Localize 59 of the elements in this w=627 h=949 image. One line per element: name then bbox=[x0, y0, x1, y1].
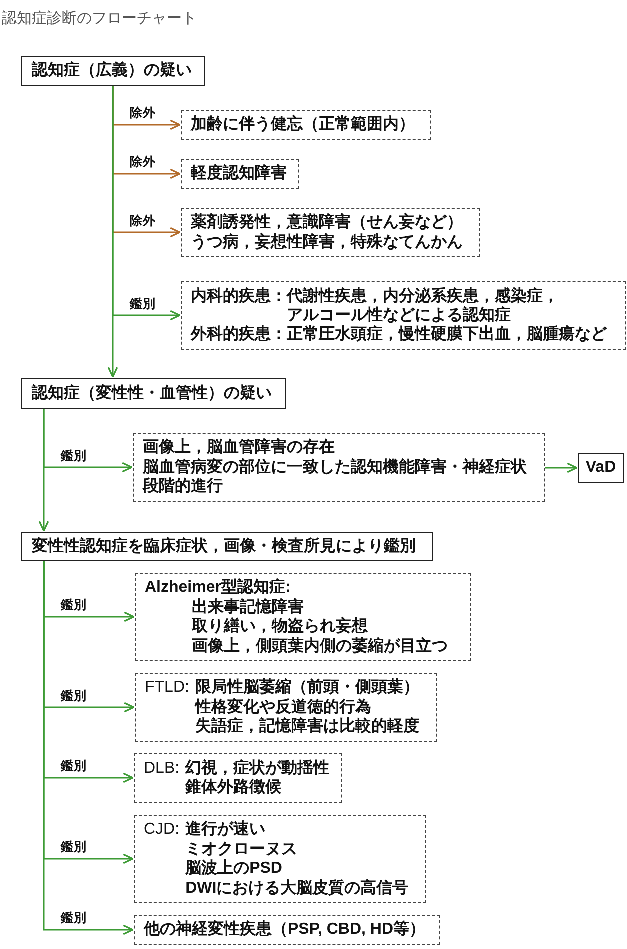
dashed-box bbox=[181, 281, 626, 350]
abbreviation-label: CJD: bbox=[144, 820, 180, 840]
dashed-box bbox=[181, 110, 431, 140]
box-text: うつ病，妄想性障害，特殊なてんかん bbox=[191, 232, 463, 252]
process-box bbox=[21, 56, 205, 86]
box-text: 認知症（変性性・血管性）の疑い bbox=[32, 384, 272, 404]
box-text: 軽度認知障害 bbox=[191, 164, 287, 184]
box-text: 画像上，側頭葉内側の萎縮が目立つ bbox=[192, 636, 448, 656]
edge-label: 鑑別 bbox=[130, 296, 156, 312]
process-box bbox=[578, 453, 624, 483]
box-text: 外科的疾患：正常圧水頭症，慢性硬膜下出血，脳腫瘍など bbox=[191, 325, 607, 344]
box-text: 薬剤誘発性，意識障害（せん妄など） bbox=[191, 213, 463, 232]
box-text: 進行が速い bbox=[186, 820, 267, 840]
box-text: 幻視，症状が動揺性 bbox=[186, 758, 330, 778]
arrow bbox=[545, 462, 578, 474]
edge-label: 除外 bbox=[130, 155, 156, 170]
edge-label: 鑑別 bbox=[61, 448, 87, 464]
dashed-box bbox=[133, 433, 545, 502]
dashed-box bbox=[134, 753, 342, 803]
edge-label: 鑑別 bbox=[61, 911, 87, 926]
box-text: 取り繕い，物盗られ妄想 bbox=[192, 617, 368, 636]
box-text: 他の神経変性疾患（PSP, CBD, HD等） bbox=[144, 920, 426, 940]
box-text: 脳波上のPSD bbox=[186, 859, 284, 878]
box-heading: Alzheimer型認知症: bbox=[145, 578, 291, 598]
dashed-box bbox=[181, 208, 480, 257]
dashed-box bbox=[135, 573, 471, 661]
box-text: ミオクローヌス bbox=[186, 840, 299, 859]
dashed-box bbox=[181, 159, 299, 189]
edge-label: 除外 bbox=[130, 214, 156, 228]
box-text: 失語症，記憶障害は比較的軽度 bbox=[195, 717, 420, 737]
box-text: VaD bbox=[586, 458, 616, 478]
diagram-title: 認知症診断のフローチャート bbox=[2, 8, 197, 28]
edge-label: 鑑別 bbox=[61, 688, 87, 704]
box-text: 変性性認知症を臨床症状，画像・検査所見により鑑別 bbox=[32, 536, 416, 556]
abbreviation-label: FTLD: bbox=[145, 678, 190, 698]
abbreviation-label: DLB: bbox=[144, 758, 180, 778]
box-text: 出来事記憶障害 bbox=[192, 598, 304, 617]
box-text: 加齢に伴う健忘（正常範囲内） bbox=[191, 115, 415, 135]
edge-label: 鑑別 bbox=[61, 840, 87, 855]
process-box bbox=[21, 532, 433, 561]
dashed-box bbox=[134, 915, 440, 945]
dashed-box bbox=[134, 815, 426, 903]
edge-label: 鑑別 bbox=[61, 598, 87, 613]
edge-label: 除外 bbox=[130, 106, 156, 121]
box-text: 画像上，脳血管障害の存在 bbox=[143, 438, 335, 458]
box-text: 内科的疾患：代謝性疾患，内分泌系疾患，感染症，アルコール性などによる認知症 bbox=[191, 287, 560, 325]
arrow bbox=[38, 409, 50, 532]
box-text: 性格変化や反道徳的行為 bbox=[195, 698, 372, 717]
box-text: 段階的進行 bbox=[143, 477, 223, 497]
edge-label: 鑑別 bbox=[61, 759, 87, 774]
box-text: DWIにおける大脳皮質の高信号 bbox=[186, 878, 409, 898]
dashed-box bbox=[135, 673, 437, 742]
box-text: 脳血管病変の部位に一致した認知機能障害・神経症状 bbox=[143, 458, 527, 478]
box-text: 限局性脳萎縮（前頭・側頭葉） bbox=[195, 678, 420, 698]
arrow bbox=[43, 561, 134, 936]
arrow bbox=[108, 86, 118, 378]
process-box bbox=[21, 378, 286, 409]
box-text: 錐体外路徴候 bbox=[186, 778, 283, 798]
box-text: 認知症（広義）の疑い bbox=[32, 61, 192, 81]
